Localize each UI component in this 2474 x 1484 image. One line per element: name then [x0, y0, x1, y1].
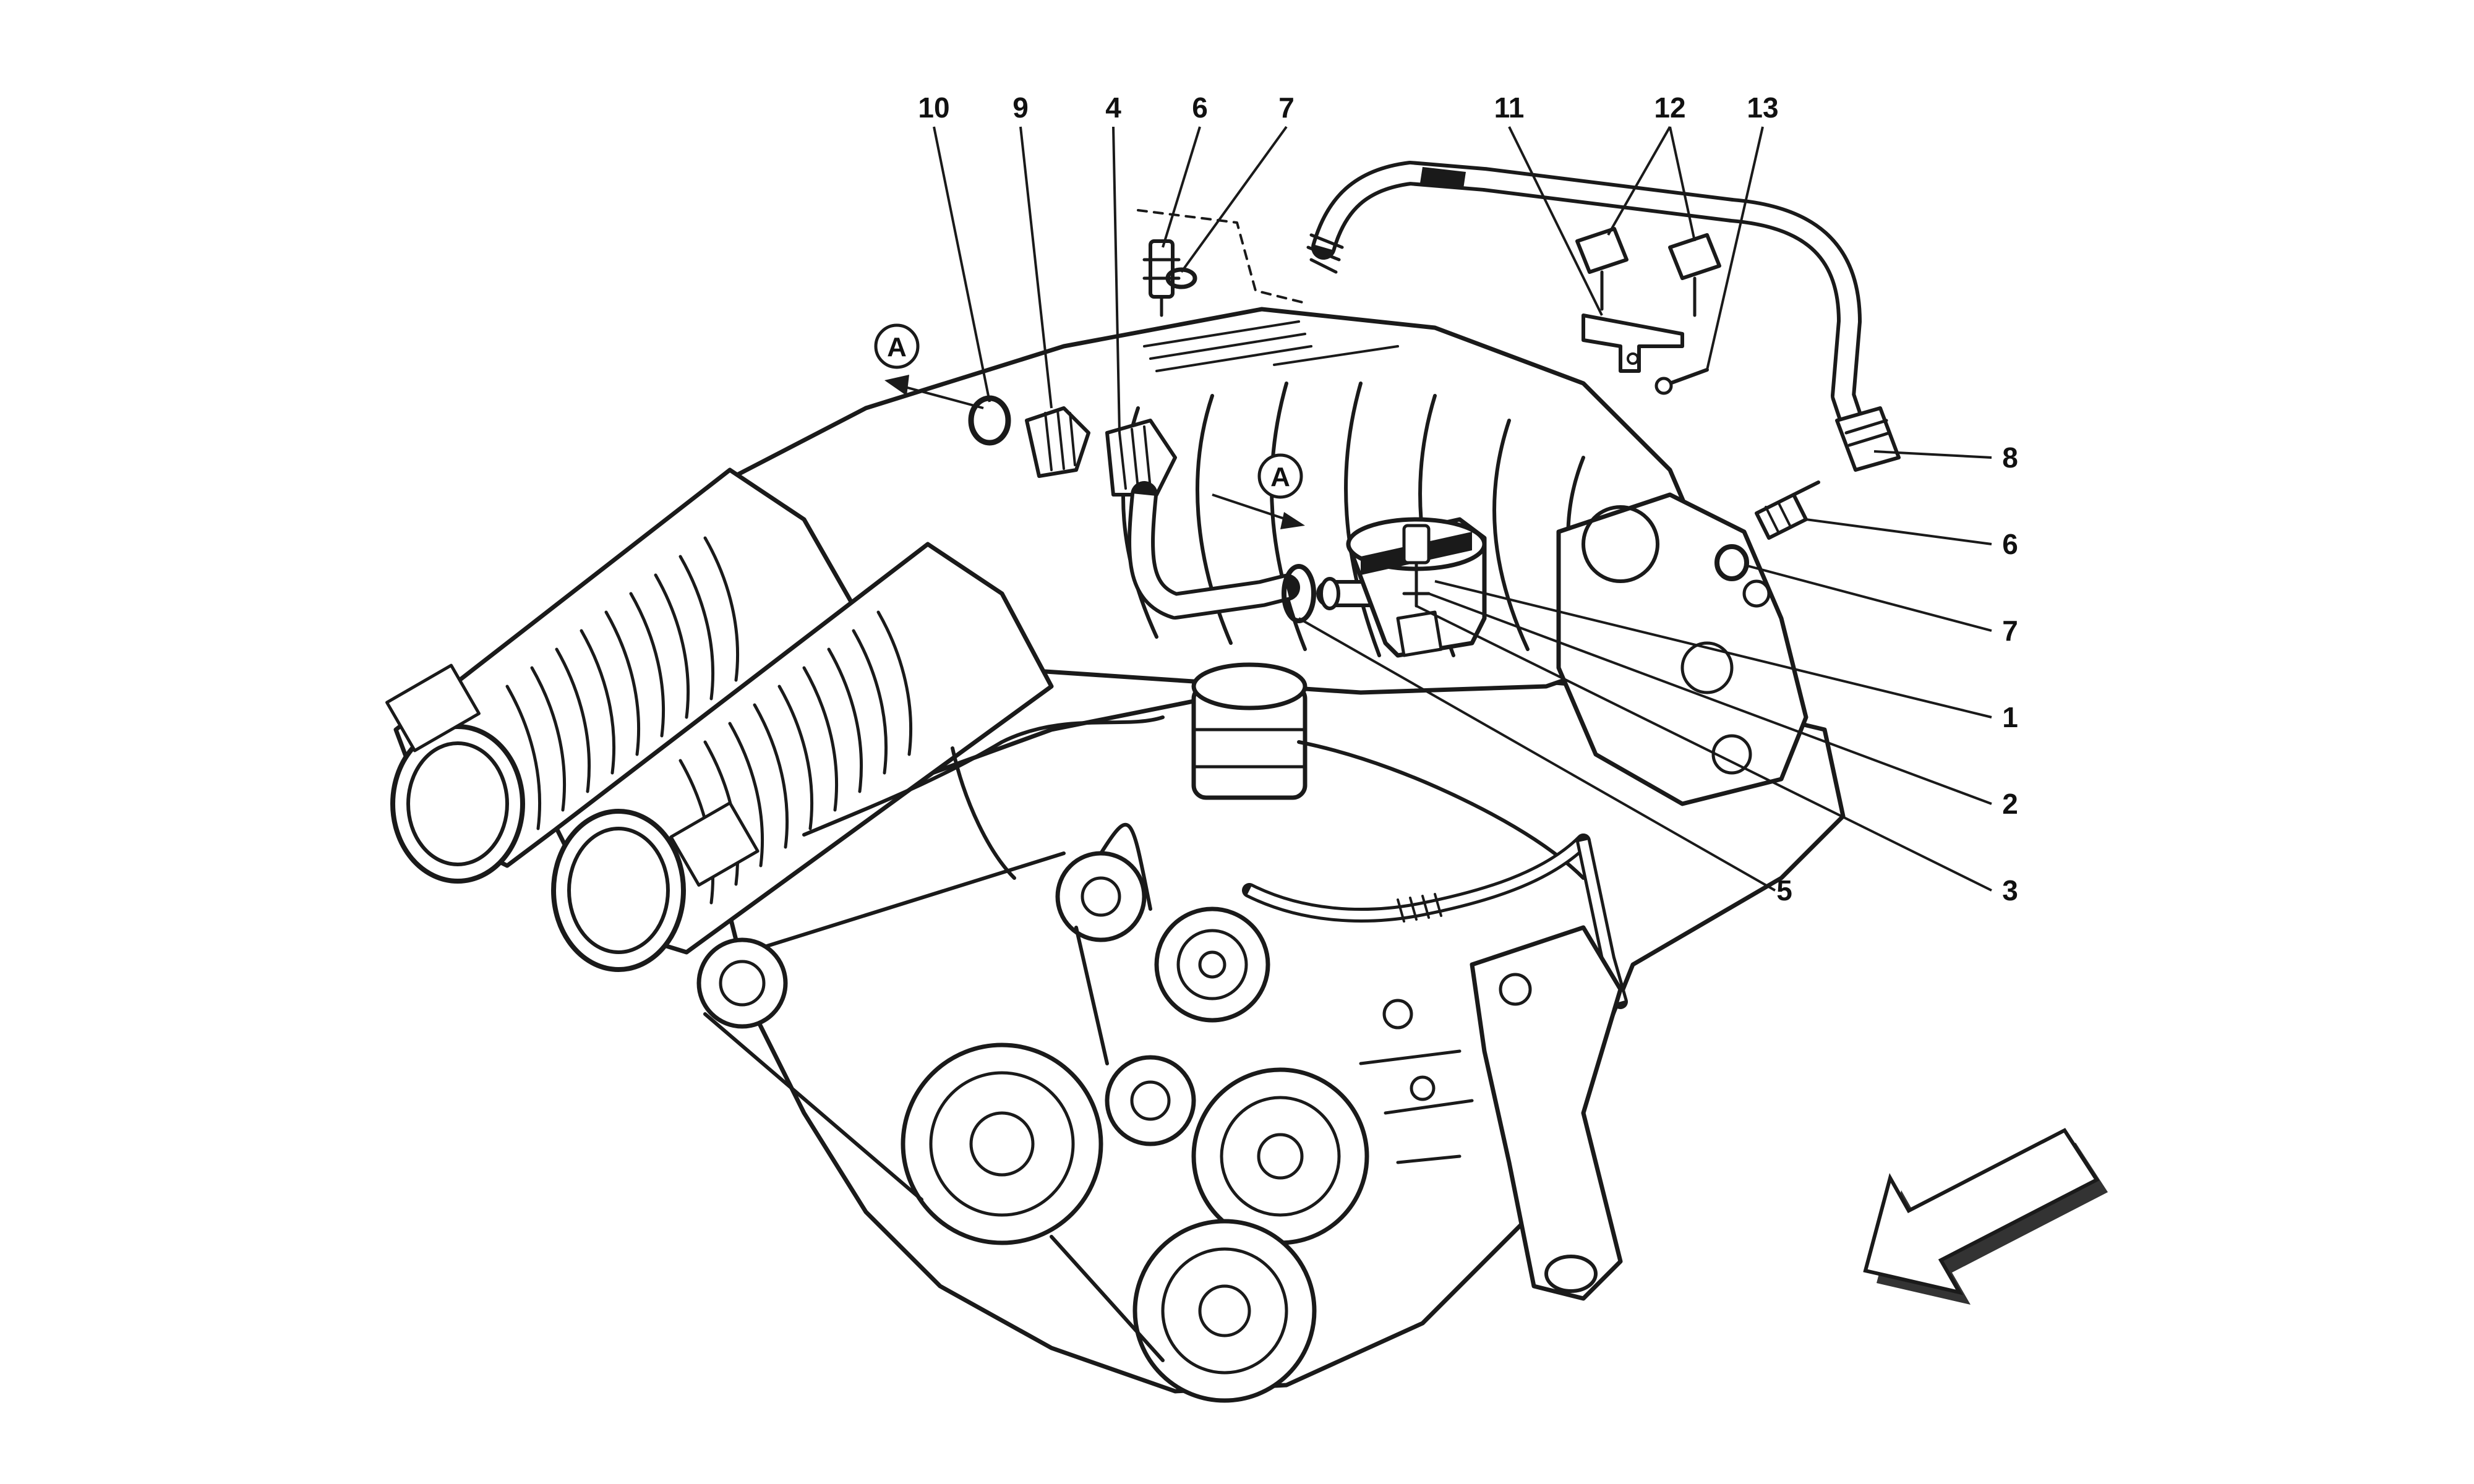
- callout-4: 4: [1105, 92, 1121, 124]
- callout-1: 1: [2002, 701, 2018, 733]
- callout-9: 9: [1012, 92, 1029, 124]
- screw-13: [1654, 368, 1709, 395]
- engine-mount: [1470, 925, 1623, 1301]
- callout-7-right: 7: [2002, 615, 2018, 647]
- pulleys: [696, 851, 1369, 1403]
- hose-4: [1105, 419, 1300, 620]
- callout-2: 2: [2002, 788, 2018, 820]
- washer-7-top: [1165, 267, 1197, 289]
- view-marker-left-label: A: [887, 332, 907, 362]
- washer-7-right: [1714, 544, 1749, 581]
- wiring-harness: [802, 715, 1585, 880]
- leader-lines: [933, 126, 1992, 892]
- throttle-body-right: [551, 542, 1054, 972]
- bracket-11: [1582, 313, 1684, 373]
- engine-illustration: [385, 307, 1846, 1403]
- callout-11: 11: [1494, 92, 1525, 124]
- direction-arrow-icon: [1863, 1128, 2108, 1305]
- view-marker-left: A: [874, 323, 984, 409]
- clamp-5: [1282, 564, 1316, 623]
- crankcase-detail: [1359, 999, 1474, 1164]
- hose-clips-12: [1575, 227, 1721, 317]
- callout-10: 10: [918, 92, 949, 124]
- callout-13: 13: [1747, 92, 1778, 124]
- sensor-6-right: [1755, 480, 1820, 540]
- callout-6-right: 6: [2002, 528, 2018, 560]
- callout-7-top: 7: [1278, 92, 1295, 124]
- view-marker-center-label: A: [1270, 462, 1290, 492]
- drive-belts: [703, 822, 1165, 1362]
- callout-6-top: 6: [1192, 92, 1208, 124]
- connector-9: [1025, 406, 1090, 478]
- plenum-texture: [1143, 320, 1399, 372]
- view-marker-center: A: [1212, 453, 1305, 529]
- callout-5: 5: [1776, 874, 1792, 906]
- callout-3: 3: [2002, 874, 2018, 906]
- callout-numbers: 10 9 4 6 7 11 12 13 8 6 7 1 2 3 5: [918, 92, 2018, 906]
- dashed-link-top: [1137, 209, 1306, 304]
- sensor-6-top: [1142, 239, 1181, 317]
- callout-12: 12: [1654, 92, 1685, 124]
- oil-filter-housing: [1191, 662, 1308, 800]
- callout-8: 8: [2002, 441, 2018, 474]
